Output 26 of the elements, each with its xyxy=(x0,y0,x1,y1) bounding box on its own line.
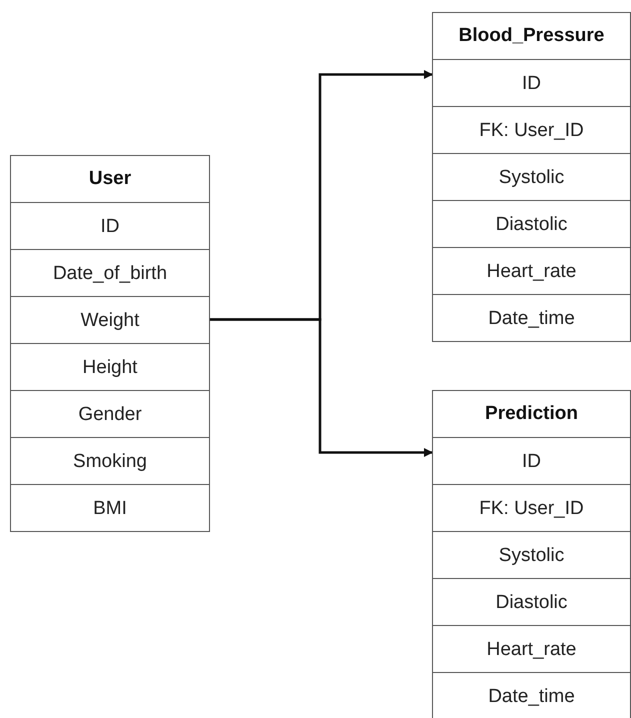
attribute-row: Height xyxy=(11,343,209,390)
table-title: Blood_Pressure xyxy=(458,24,606,48)
attribute-row: Gender xyxy=(11,390,209,437)
attribute-row: Smoking xyxy=(11,437,209,484)
attribute-row: Weight xyxy=(11,296,209,343)
entity-table xyxy=(10,155,210,532)
attribute-row: Heart_rate xyxy=(433,625,630,672)
table-title: User xyxy=(88,167,132,191)
attribute-row: ID xyxy=(433,59,630,106)
attribute-row: Date_time xyxy=(433,672,630,718)
relationship-arrow xyxy=(209,318,433,457)
attribute-row: Systolic xyxy=(433,531,630,578)
entity-table xyxy=(432,12,631,342)
attribute-row: FK: User_ID xyxy=(433,484,630,531)
entity-table xyxy=(432,390,631,718)
attribute-row: Diastolic xyxy=(433,578,630,625)
attribute-row: BMI xyxy=(11,484,209,531)
attribute-row: Diastolic xyxy=(433,200,630,247)
attribute-row: Date_time xyxy=(433,294,630,341)
table-title: Prediction xyxy=(484,402,579,426)
attribute-row: ID xyxy=(433,437,630,484)
attribute-row: Systolic xyxy=(433,153,630,200)
attribute-row: Date_of_birth xyxy=(11,249,209,296)
attribute-row: ID xyxy=(11,202,209,249)
attribute-row: FK: User_ID xyxy=(433,106,630,153)
attribute-row: Heart_rate xyxy=(433,247,630,294)
